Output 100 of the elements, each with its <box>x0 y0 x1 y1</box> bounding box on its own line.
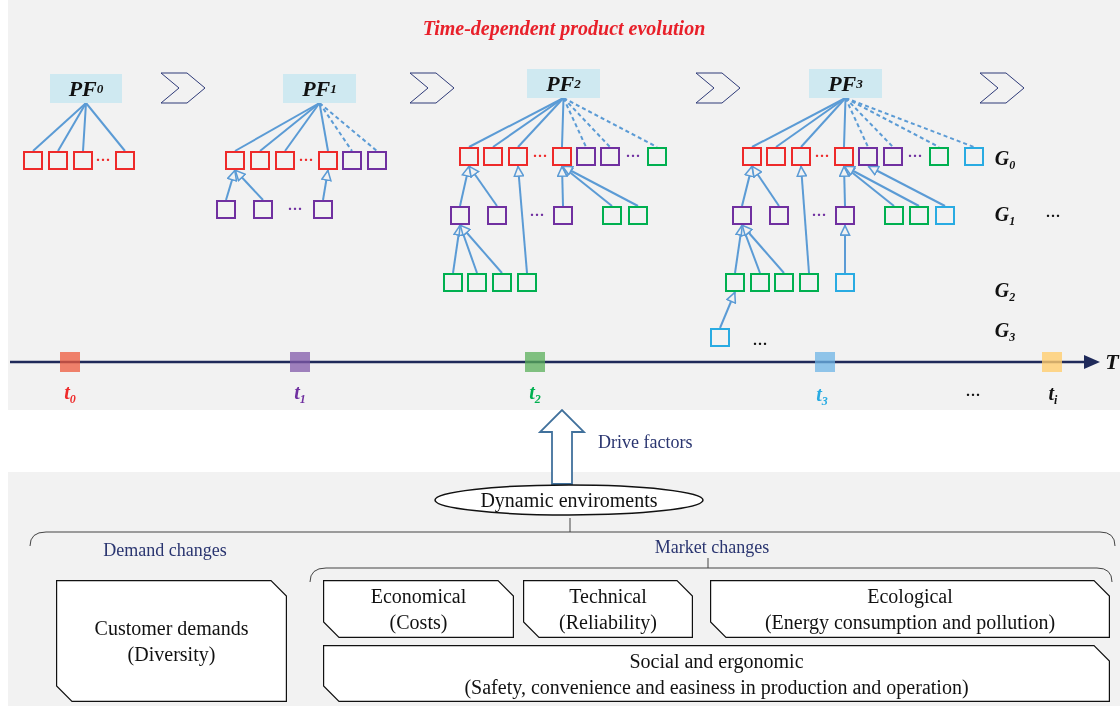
component-box <box>23 151 43 170</box>
axis-label: T <box>1105 351 1119 373</box>
component-box <box>553 206 573 225</box>
inheritance-arrow <box>234 169 264 201</box>
connector-line <box>562 97 611 148</box>
ellipsis-dots: ··· <box>95 152 111 168</box>
generation-label: G$_{2}$ <box>994 280 1016 300</box>
component-box <box>552 147 572 166</box>
connector-line <box>82 102 87 152</box>
ellipsis-dots: ··· <box>298 152 314 168</box>
connector-line <box>844 97 894 148</box>
ellipsis-dots: ··· <box>907 148 923 164</box>
inheritance-arrow <box>556 165 568 207</box>
block-arrow <box>537 408 587 485</box>
component-box <box>450 206 470 225</box>
connector-line <box>800 97 847 148</box>
node-text: (Energy consumption and pollution) <box>764 610 1056 635</box>
component-box <box>250 151 270 170</box>
inheritance-arrow <box>839 224 851 274</box>
node-text: Dynamic enviroments <box>480 488 658 513</box>
component-box <box>492 273 512 292</box>
connector-line <box>318 102 378 152</box>
component-box <box>225 151 245 170</box>
group-label: Market changes <box>654 538 770 556</box>
group-label: Demand changes <box>103 541 227 559</box>
component-box <box>835 273 855 292</box>
snipped-box <box>323 580 514 638</box>
component-box <box>964 147 984 166</box>
inheritance-arrow <box>740 224 761 274</box>
inheritance-arrow <box>719 291 737 329</box>
inheritance-arrow <box>843 165 920 207</box>
connector-line <box>561 97 565 148</box>
inheritance-arrow <box>741 224 785 274</box>
component-box <box>628 206 648 225</box>
evolution-panel <box>8 0 1120 410</box>
component-box <box>342 151 362 170</box>
connector-line <box>284 102 321 152</box>
ellipsis-dots: ··· <box>965 387 981 403</box>
component-box <box>769 206 789 225</box>
time-label: t$_{0}$ <box>64 382 76 402</box>
component-box <box>774 273 794 292</box>
component-box <box>935 206 955 225</box>
component-box <box>48 151 68 170</box>
node-text: Economical <box>370 584 467 609</box>
time-label: t$_{i}$ <box>1048 383 1058 403</box>
generation-label: G$_{1}$ <box>994 204 1016 224</box>
component-box <box>710 328 730 347</box>
component-box <box>467 273 487 292</box>
snipped-box <box>56 580 287 702</box>
node-text: (Costs) <box>389 610 448 635</box>
ellipsis-dots: ··· <box>287 201 303 217</box>
inheritance-arrow <box>751 165 780 207</box>
time-label: t$_{1}$ <box>294 382 306 402</box>
component-box <box>799 273 819 292</box>
ellipsis-dots: ··· <box>625 148 641 164</box>
connector-line <box>318 102 329 152</box>
inheritance-arrow <box>468 165 498 207</box>
connector-line <box>85 102 126 152</box>
component-box <box>858 147 878 166</box>
inheritance-arrow <box>843 165 895 207</box>
time-label: t$_{2}$ <box>529 382 541 402</box>
inheritance-arrow <box>513 165 528 274</box>
snipped-box <box>523 580 693 638</box>
component-box <box>253 200 273 219</box>
component-box <box>367 151 387 170</box>
component-box <box>883 147 903 166</box>
component-box <box>884 206 904 225</box>
ellipsis-dots: ··· <box>814 148 830 164</box>
component-box <box>517 273 537 292</box>
ellipsis-dots: ··· <box>1045 208 1061 224</box>
component-box <box>115 151 135 170</box>
component-box <box>791 147 811 166</box>
time-label: t$_{3}$ <box>816 384 828 404</box>
component-box <box>909 206 929 225</box>
inheritance-arrow <box>561 165 639 207</box>
component-box <box>459 147 479 166</box>
inheritance-arrow <box>459 224 503 274</box>
connector-line <box>562 97 587 148</box>
component-box <box>600 147 620 166</box>
component-box <box>835 206 855 225</box>
diagram-title: Time-dependent product evolution <box>422 17 706 40</box>
node-text: Customer demands <box>94 616 249 641</box>
inheritance-arrow <box>838 165 850 207</box>
ellipsis-dots: ··· <box>752 336 768 352</box>
connector-line <box>318 102 353 152</box>
inheritance-arrow <box>561 165 613 207</box>
connector-line <box>517 97 565 148</box>
component-box <box>725 273 745 292</box>
node-text: Social and ergonomic <box>629 648 804 674</box>
inheritance-arrow <box>458 224 478 274</box>
component-box <box>443 273 463 292</box>
node-text: Technical <box>569 584 647 609</box>
component-box <box>834 147 854 166</box>
component-box <box>929 147 949 166</box>
component-box <box>750 273 770 292</box>
connector-line <box>32 102 87 152</box>
snipped-box <box>323 645 1110 702</box>
component-box <box>508 147 528 166</box>
inheritance-arrow <box>796 165 810 274</box>
component-box <box>483 147 503 166</box>
